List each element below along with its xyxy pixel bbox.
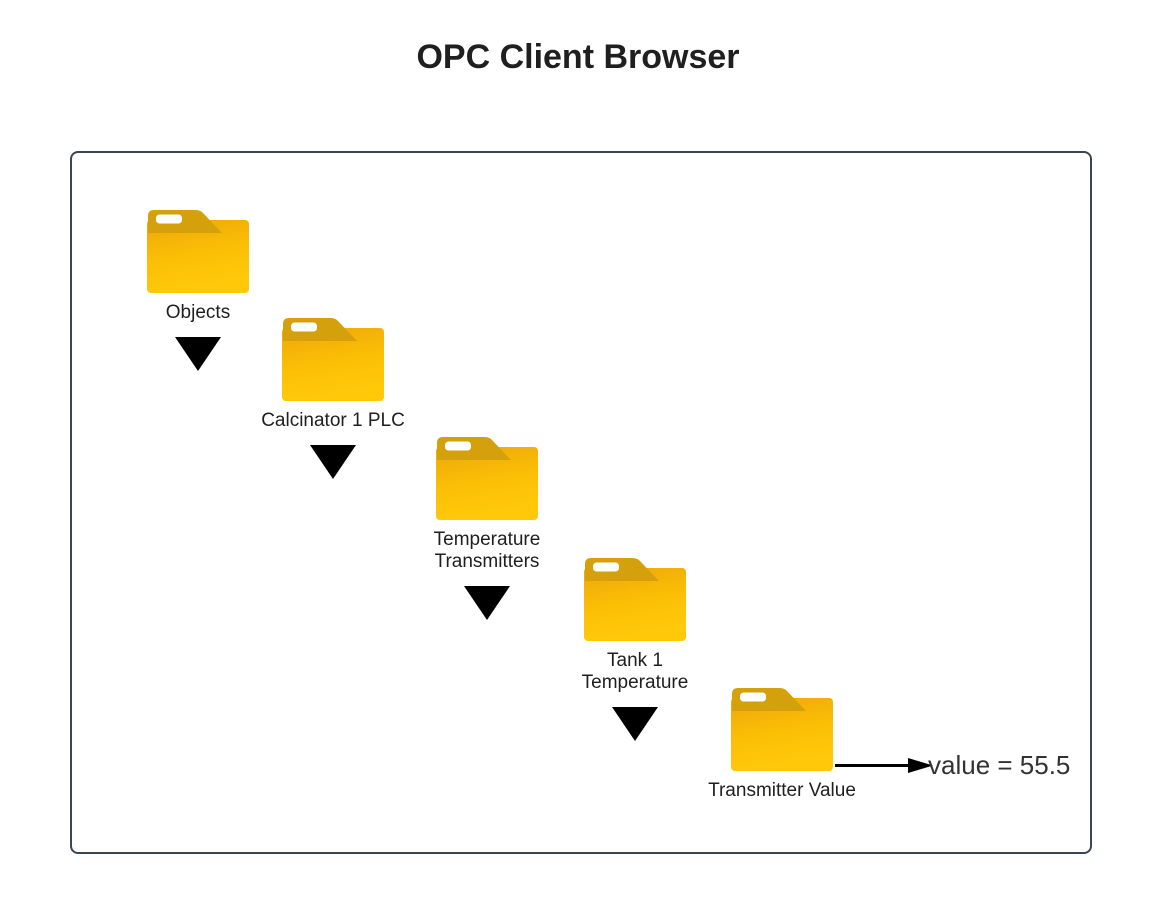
- node-label: Calcinator 1 PLC: [248, 410, 418, 432]
- triangle-down-icon[interactable]: [175, 337, 221, 371]
- folder-icon[interactable]: [729, 683, 835, 771]
- node-label-line: Transmitters: [434, 551, 540, 572]
- tree-node-objects: Objects: [113, 205, 283, 371]
- tree-node-tank-1-temperature: Tank 1 Temperature: [550, 553, 720, 741]
- node-label: Objects: [113, 302, 283, 324]
- node-label-line: Tank 1: [607, 650, 663, 671]
- triangle-down-icon[interactable]: [310, 445, 356, 479]
- tree-node-calcinator-1-plc: Calcinator 1 PLC: [248, 313, 418, 479]
- node-label-line: Transmitter Value: [708, 780, 856, 801]
- tree-node-temperature-transmitters: Temperature Transmitters: [402, 432, 572, 620]
- folder-icon[interactable]: [145, 205, 251, 293]
- triangle-down-icon[interactable]: [464, 586, 510, 620]
- node-label-line: Calcinator 1 PLC: [261, 410, 405, 431]
- folder-icon[interactable]: [434, 432, 540, 520]
- arrow-right-icon: [835, 758, 933, 773]
- node-label: Temperature Transmitters: [402, 529, 572, 573]
- folder-icon[interactable]: [280, 313, 386, 401]
- browser-panel: Objects Calcinator 1 PLC Temperature Tra…: [70, 151, 1092, 854]
- tree-node-transmitter-value: Transmitter Value: [697, 683, 867, 802]
- node-label-line: Temperature: [581, 672, 689, 693]
- node-label: Tank 1 Temperature: [550, 650, 720, 694]
- node-label-line: Objects: [165, 302, 231, 323]
- folder-icon[interactable]: [582, 553, 688, 641]
- node-label: Transmitter Value: [697, 780, 867, 802]
- node-label-line: Temperature: [433, 529, 541, 550]
- value-annotation: value = 55.5: [928, 750, 1071, 780]
- page-title: OPC Client Browser: [416, 38, 740, 76]
- triangle-down-icon[interactable]: [612, 707, 658, 741]
